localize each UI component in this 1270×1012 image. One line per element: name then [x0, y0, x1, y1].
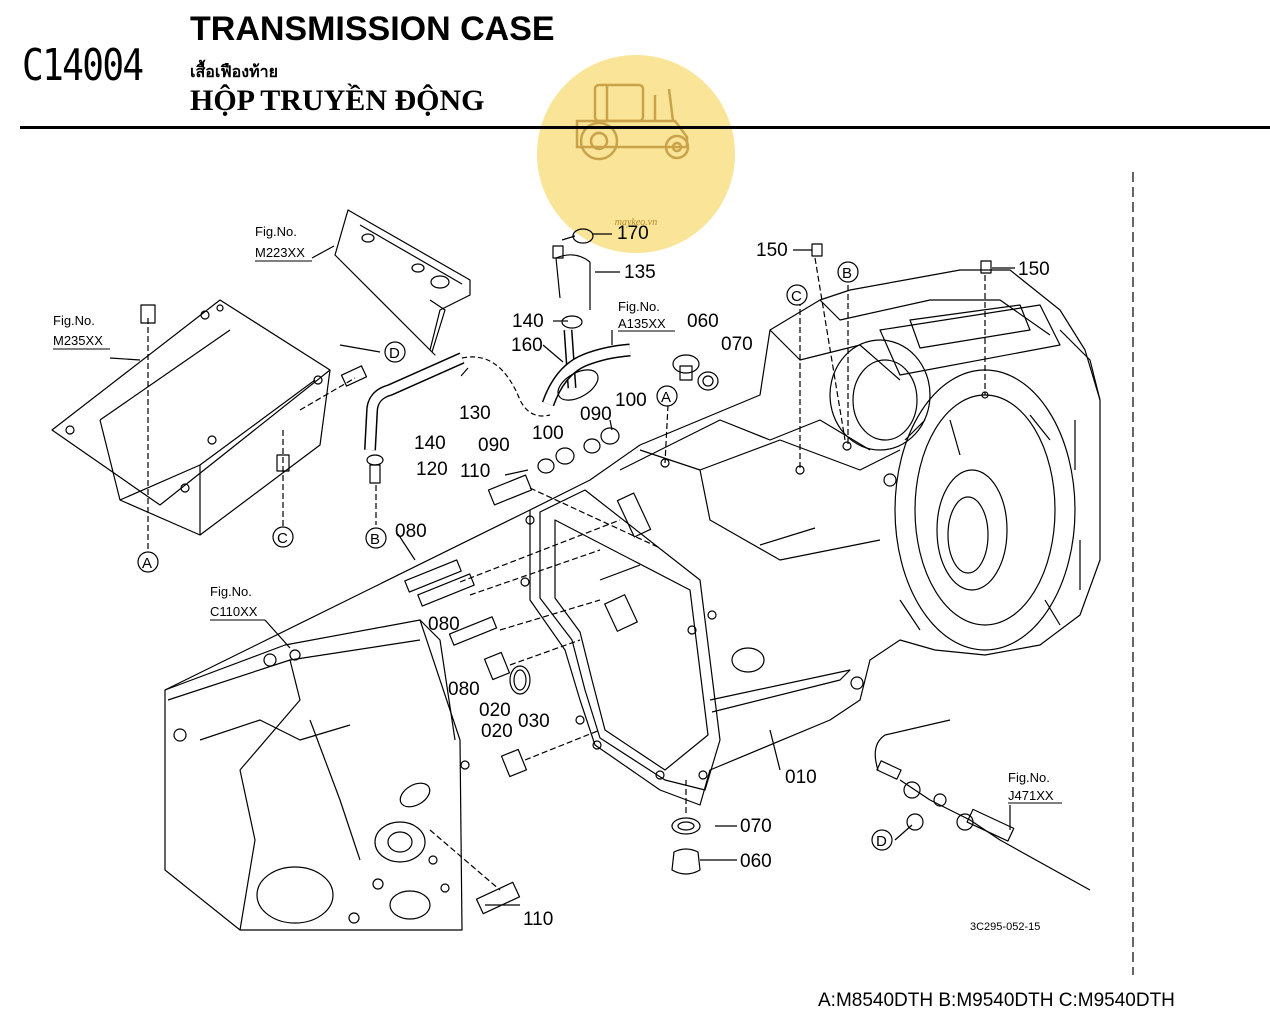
tray-m235 [51, 299, 368, 550]
marker-d-tray: D [389, 345, 400, 362]
page-code: C14004 [22, 40, 144, 91]
marker-a-tray: A [142, 555, 152, 572]
drain-plugs [487, 354, 719, 875]
title-thai: เสื้อเฟืองท้าย [190, 62, 278, 81]
part-label-080-bottom: 080 [448, 679, 480, 700]
fig-ref-m223-prefix: Fig.No. [255, 224, 297, 239]
part-label-080-middle: 080 [428, 614, 460, 635]
drawing-code: 3C295-052-15 [970, 921, 1040, 933]
fig-ref-m235-prefix: Fig.No. [53, 313, 95, 328]
part-label-080-top: 080 [395, 521, 427, 542]
part-label-100-left: 100 [532, 423, 564, 444]
part-label-060-bottom: 060 [740, 851, 772, 872]
fig-ref-m235-code: M235XX [53, 333, 103, 348]
studs-and-dowels [404, 519, 621, 778]
watermark-logo: maykeo.vn [537, 55, 735, 253]
part-label-090-right: 090 [580, 404, 612, 425]
marker-d-pipe: D [876, 833, 887, 850]
marker-b-case: B [842, 265, 852, 282]
part-label-170: 170 [617, 223, 649, 244]
part-label-150-right: 150 [1018, 259, 1050, 280]
marker-c-tray: C [277, 530, 288, 547]
marker-b-hose: B [370, 531, 380, 548]
leader-lines [109, 233, 1015, 906]
part-label-070-top: 070 [721, 334, 753, 355]
part-label-130: 130 [459, 403, 491, 424]
part-label-090-left: 090 [478, 435, 510, 456]
bracket-m223 [334, 209, 471, 356]
part-label-135: 135 [624, 262, 656, 283]
fig-ref-j471-prefix: Fig.No. [1008, 770, 1050, 785]
fig-ref-a135-prefix: Fig.No. [618, 299, 660, 314]
hose-135 [541, 228, 631, 407]
fig-ref-a135-code: A135XX [618, 316, 666, 331]
part-label-120: 120 [416, 459, 448, 480]
part-label-060-top: 060 [687, 311, 719, 332]
pipe-j471 [874, 719, 1091, 891]
part-label-070-bottom: 070 [740, 816, 772, 837]
title-vietnamese: HỘP TRUYỀN ĐỘNG [190, 84, 485, 117]
part-label-140-bottom: 140 [414, 433, 446, 454]
transmission-case [520, 243, 1101, 806]
fig-ref-c110-prefix: Fig.No. [210, 584, 252, 599]
part-label-100-right: 100 [615, 390, 647, 411]
part-label-110-top: 110 [460, 461, 490, 482]
part-label-110-bottom: 110 [523, 909, 553, 930]
marker-a-case: A [661, 389, 671, 406]
housing-c110 [164, 509, 531, 931]
watermark-text: maykeo.vn [614, 217, 658, 228]
fig-ref-c110-code: C110XX [210, 604, 258, 619]
part-label-140-top: 140 [512, 311, 544, 332]
part-label-010: 010 [785, 767, 817, 788]
part-label-020-top: 020 [479, 700, 511, 721]
part-label-160: 160 [511, 335, 543, 356]
part-label-020-bottom: 020 [481, 721, 513, 742]
model-legend: A:M8540DTH B:M9540DTH C:M9540DTH [818, 990, 1175, 1011]
marker-c-case: C [791, 288, 802, 305]
breather-hose [364, 352, 551, 525]
fig-ref-j471-code: J471XX [1008, 788, 1054, 803]
title-english: TRANSMISSION CASE [190, 10, 555, 48]
fig-ref-m223-code: M223XX [255, 245, 305, 260]
part-label-030: 030 [518, 711, 550, 732]
tractor-icon [575, 83, 690, 161]
header-divider [20, 126, 1270, 129]
part-label-150-left: 150 [756, 240, 788, 261]
